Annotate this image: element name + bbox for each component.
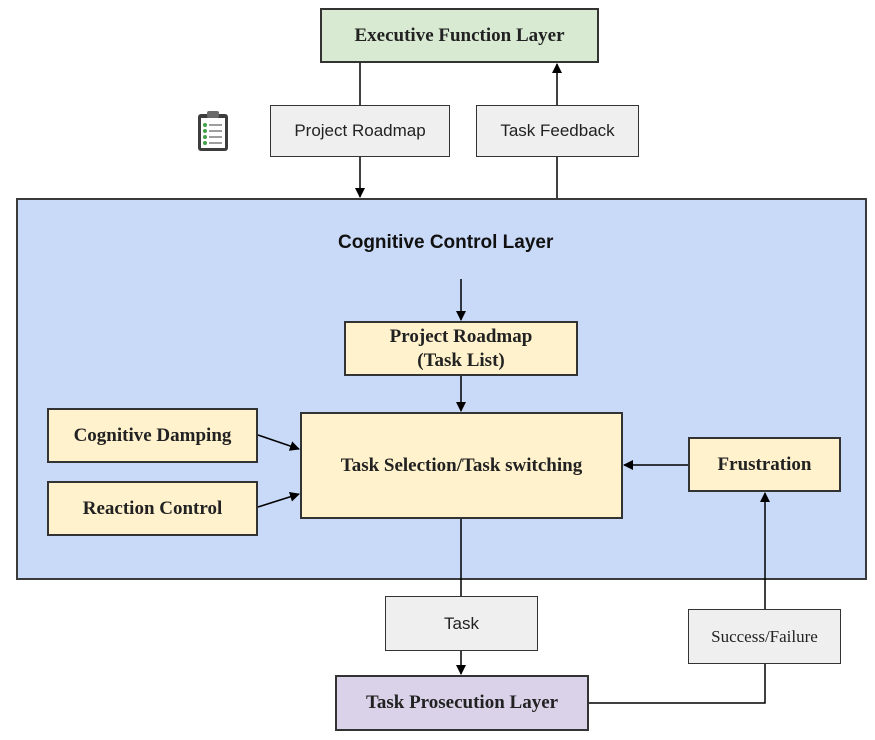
frustration-module[interactable]: Frustration: [688, 437, 841, 492]
task-feedback-flow-label: Task Feedback: [476, 105, 639, 157]
project-roadmap-module-line1: Project Roadmap: [389, 325, 533, 347]
task-flow-label: Task: [385, 596, 538, 651]
executive-function-layer[interactable]: Executive Function Layer: [320, 8, 599, 63]
cognitive-damping-label: Cognitive Damping: [73, 424, 232, 446]
reaction-control-label: Reaction Control: [82, 497, 223, 519]
cognitive-control-layer-title: Cognitive Control Layer: [338, 232, 554, 253]
reaction-to-selection-arrow: [257, 491, 300, 508]
project-roadmap-flow-label: Project Roadmap: [270, 105, 450, 157]
prosecution-to-success-line: [589, 664, 766, 704]
task-prosecution-layer[interactable]: Task Prosecution Layer: [335, 675, 589, 731]
damping-to-selection-arrow: [257, 434, 300, 451]
executive-function-layer-label: Executive Function Layer: [354, 24, 565, 46]
project-roadmap-flow-text: Project Roadmap: [294, 121, 426, 140]
cognitive-damping-module[interactable]: Cognitive Damping: [47, 408, 258, 463]
clipboard-icon: [198, 111, 228, 151]
task-flow-text: Task: [444, 613, 479, 633]
frustration-label: Frustration: [717, 453, 812, 475]
task-prosecution-layer-label: Task Prosecution Layer: [365, 692, 559, 713]
success-failure-flow-label: Success/Failure: [688, 609, 841, 664]
success-failure-flow-text: Success/Failure: [711, 626, 818, 646]
reaction-control-module[interactable]: Reaction Control: [47, 481, 258, 536]
task-selection-label: Task Selection/Task switching: [340, 454, 583, 476]
task-selection-module[interactable]: Task Selection/Task switching: [300, 412, 623, 519]
project-roadmap-task-list-module[interactable]: Project Roadmap (Task List): [344, 321, 578, 376]
project-roadmap-module-line2: (Task List): [417, 349, 505, 371]
task-feedback-flow-text: Task Feedback: [500, 121, 615, 140]
